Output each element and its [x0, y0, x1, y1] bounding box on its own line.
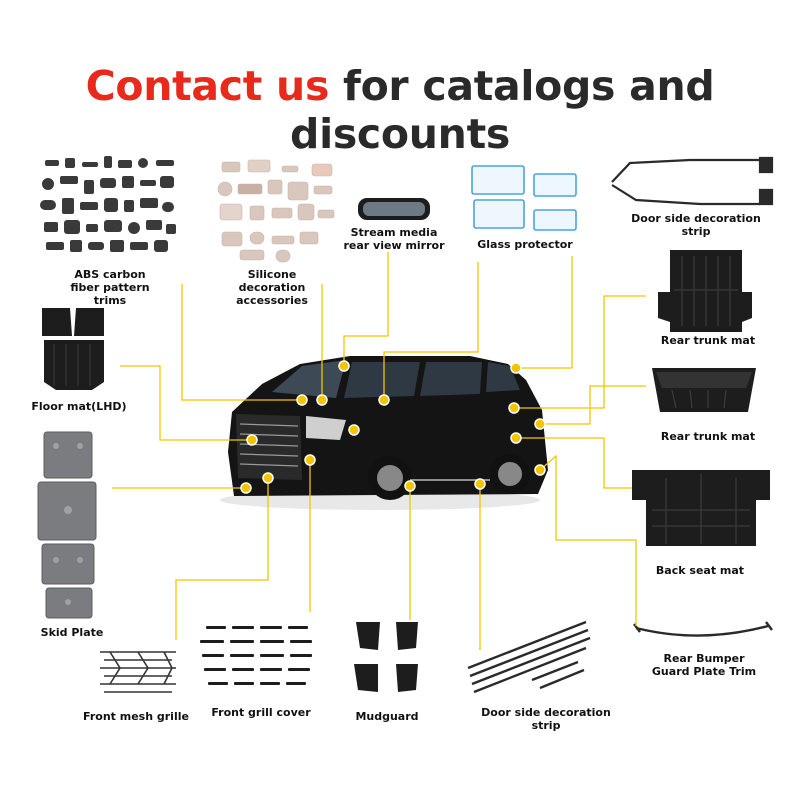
label-mudguard: Mudguard	[355, 710, 419, 723]
headline: Contact us for catalogs and discounts	[0, 62, 800, 158]
mirror-image	[358, 198, 430, 220]
label-back-seat-mat: Back seat mat	[655, 564, 745, 577]
label-glass-protector: Glass protector	[477, 238, 573, 251]
label-door-strip-bottom: Door side decoration strip	[481, 706, 611, 732]
mudguard-image	[354, 622, 418, 692]
floor-mat-image	[42, 308, 104, 390]
label-floor-mat: Floor mat(LHD)	[31, 400, 127, 413]
leader-dots	[240, 360, 546, 494]
headline-text: for catalogs and discounts	[290, 62, 715, 158]
grill-cover-image	[200, 626, 312, 685]
label-silicone: Silicone decoration accessories	[236, 268, 308, 307]
label-skid-plate: Skid Plate	[40, 626, 104, 639]
label-mirror: Stream media rear view mirror	[343, 226, 445, 252]
skid-plate-image	[37, 431, 97, 619]
label-grill-cover: Front grill cover	[211, 706, 311, 719]
label-trunk-mat-1: Rear trunk mat	[660, 334, 756, 347]
label-abs-trims: ABS carbon fiber pattern trims	[70, 268, 150, 307]
silicone-image	[217, 159, 335, 263]
label-door-strip-top: Door side decoration strip	[631, 212, 761, 238]
label-mesh-grille: Front mesh grille	[83, 710, 189, 723]
door-strip-bottom-image	[467, 620, 591, 694]
back-seat-mat-image	[632, 470, 770, 546]
mesh-grille-image	[100, 651, 176, 693]
label-trunk-mat-2: Rear trunk mat	[660, 430, 756, 443]
abs-trims-image	[40, 156, 176, 252]
door-strip-top-image	[611, 156, 774, 206]
label-bumper: Rear Bumper Guard Plate Trim	[651, 652, 757, 678]
trunk-mat-2-image	[652, 368, 756, 412]
glass-protector-image	[471, 165, 577, 231]
trunk-mat-1-image	[658, 250, 752, 332]
bumper-image	[633, 621, 773, 637]
headline-highlight: Contact us	[85, 62, 330, 110]
leader-lines	[112, 252, 646, 650]
